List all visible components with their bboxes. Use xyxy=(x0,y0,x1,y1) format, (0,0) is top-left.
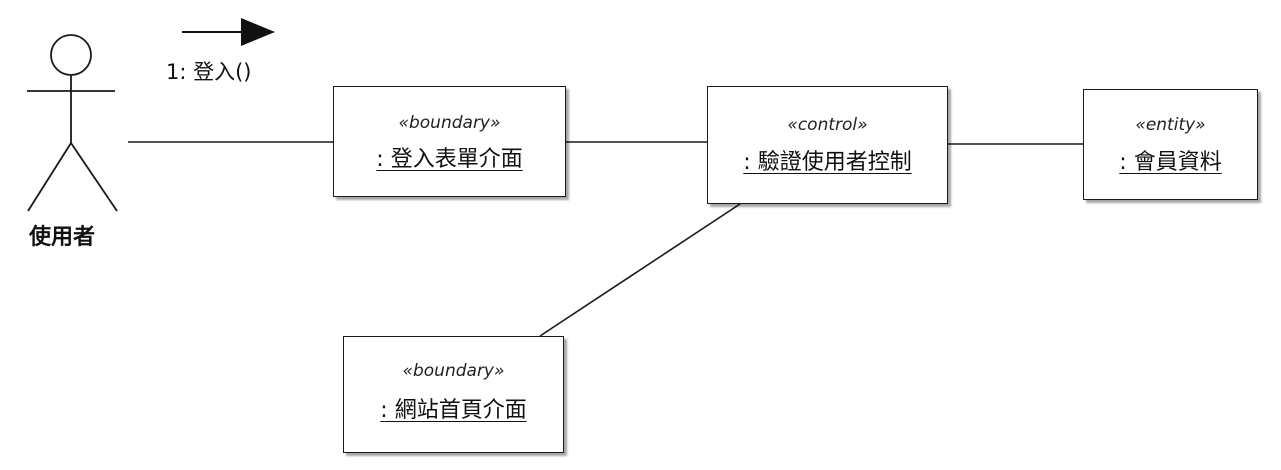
object-homepage-name: : 網站首頁介面 xyxy=(380,398,527,423)
message-label: 1: 登入() xyxy=(166,60,252,84)
object-member-data-name: : 會員資料 xyxy=(1119,150,1222,175)
object-login-form-name: : 登入表單介面 xyxy=(376,147,523,172)
actor-head xyxy=(50,34,92,76)
object-verify-control-name: : 驗證使用者控制 xyxy=(743,150,912,175)
actor-figure xyxy=(27,34,118,212)
actor-right-leg xyxy=(70,142,118,212)
actor-name: 使用者 xyxy=(29,225,96,250)
object-member-data[interactable]: «entity» : 會員資料 xyxy=(1083,89,1258,200)
object-homepage-stereotype: «boundary» xyxy=(402,361,505,381)
object-verify-control-stereotype: «control» xyxy=(787,115,868,135)
object-login-form[interactable]: «boundary» : 登入表單介面 xyxy=(333,86,566,197)
object-homepage[interactable]: «boundary» : 網站首頁介面 xyxy=(343,336,564,453)
link-verify-control-to-homepage xyxy=(539,203,741,337)
object-member-data-stereotype: «entity» xyxy=(1135,115,1206,135)
message-arrow xyxy=(182,18,275,46)
object-verify-control[interactable]: «control» : 驗證使用者控制 xyxy=(707,86,948,204)
actor-left-leg xyxy=(27,142,72,212)
message-arrow-head xyxy=(241,18,275,46)
object-login-form-stereotype: «boundary» xyxy=(398,113,501,133)
